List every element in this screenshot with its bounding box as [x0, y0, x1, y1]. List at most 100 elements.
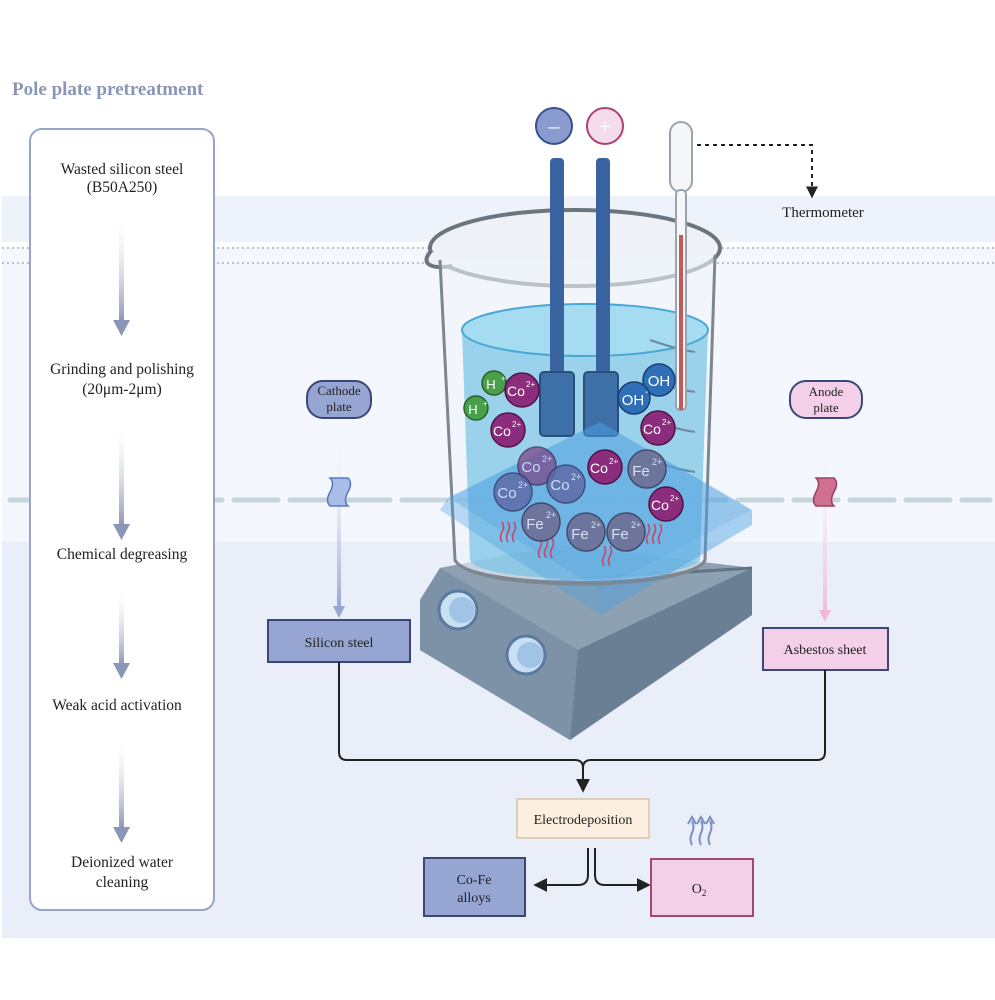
gas-rising-icon: [687, 814, 715, 846]
ion-h-1: H +: [481, 370, 507, 396]
anode-arrowhead: [819, 610, 831, 622]
anode-arrow: [823, 425, 827, 615]
positive-terminal-label: +: [599, 114, 611, 139]
positive-terminal: [586, 107, 624, 145]
svg-text:Co: Co: [493, 423, 511, 439]
cathode-label-line-1: Cathode: [317, 383, 361, 398]
svg-text:Co: Co: [521, 459, 540, 476]
negative-terminal-label: –: [548, 113, 561, 138]
svg-text:2+: 2+: [512, 420, 521, 429]
ion-fe-4: Fe 2+: [606, 512, 646, 552]
oxygen-box: [650, 858, 754, 917]
ion-co-3: Co 2+: [640, 410, 676, 446]
heat-waves: [499, 521, 663, 567]
co-fe-alloys-line-1: Co-Fe: [457, 873, 492, 888]
svg-text:2+: 2+: [662, 418, 671, 427]
ion-co-2: Co 2+: [490, 412, 526, 448]
svg-text:Fe: Fe: [611, 526, 629, 543]
liquid-surface: [461, 303, 709, 357]
cathode-arrowhead: [333, 606, 345, 618]
svg-text:Fe: Fe: [526, 516, 544, 533]
svg-text:2+: 2+: [546, 510, 556, 520]
step-5-line-2: cleaning: [96, 874, 149, 891]
ion-fe-3: Fe 2+: [566, 512, 606, 552]
negative-terminal: [535, 107, 573, 145]
ion-co-5: Co 2+: [648, 486, 684, 522]
svg-text:+: +: [501, 374, 506, 383]
step-arrowhead-1: [113, 320, 130, 336]
ion-co-6: Co 2+: [517, 446, 557, 486]
svg-text:H: H: [468, 402, 477, 417]
cathode-label-pill: [306, 380, 372, 419]
silicon-steel-box: [267, 619, 411, 663]
ion-oh-1: OH: [642, 363, 676, 397]
svg-text:2+: 2+: [526, 380, 535, 389]
anode-label-pill: [789, 380, 863, 419]
svg-text:2+: 2+: [652, 457, 662, 467]
svg-text:Co: Co: [643, 421, 661, 437]
svg-text:2+: 2+: [609, 457, 618, 466]
ion-co-7: Co 2+: [546, 464, 586, 504]
svg-text:Co: Co: [507, 383, 525, 399]
step-arrowhead-2: [113, 524, 130, 540]
svg-text:2+: 2+: [518, 480, 528, 490]
step-arrow-3: [119, 585, 124, 665]
step-2-line-2: (20μm-2μm): [82, 381, 161, 398]
cathode-channel-icon: [326, 477, 352, 507]
svg-text:OH: OH: [622, 392, 645, 409]
step-4-label: Weak acid activation: [52, 697, 182, 714]
anode-rod: [596, 158, 610, 380]
silicon-steel-label: Silicon steel: [305, 636, 374, 651]
svg-text:OH: OH: [648, 373, 671, 390]
ion-h-2: H +: [463, 395, 489, 421]
anode-label-line-2: plate: [813, 400, 838, 415]
asbestos-sheet-label: Asbestos sheet: [784, 643, 867, 658]
ion-fe-2: Fe 2+: [521, 502, 561, 542]
ion-oh-2: OH -: [617, 381, 651, 415]
step-arrowhead-4: [113, 827, 130, 843]
step-arrows: [113, 210, 130, 843]
svg-text:Fe: Fe: [632, 463, 650, 480]
oxygen-label: O2: [692, 882, 707, 898]
ion-co-1: Co 2+: [504, 372, 540, 408]
step-arrow-2: [119, 418, 124, 526]
step-arrow-1: [119, 210, 124, 322]
svg-text:Co: Co: [550, 477, 569, 494]
hotplate-knob-2-inner: [517, 642, 543, 668]
svg-text:Co: Co: [590, 460, 608, 476]
svg-text:H: H: [486, 377, 495, 392]
svg-text:Co: Co: [651, 497, 669, 513]
svg-text:2+: 2+: [631, 520, 641, 530]
step-1-line-1: Wasted silicon steel: [61, 161, 184, 178]
step-arrow-4: [119, 733, 124, 829]
ion-fe-1: Fe 2+: [627, 449, 667, 489]
oxygen-connector: [594, 848, 651, 892]
anode-label-line-1: Anode: [809, 384, 844, 399]
step-3-label: Chemical degreasing: [57, 546, 188, 563]
svg-text:2+: 2+: [670, 494, 679, 503]
thermometer: [669, 121, 818, 411]
svg-text:2+: 2+: [591, 520, 601, 530]
cathode-plate: [539, 371, 575, 437]
step-2-line-1: Grinding and polishing: [50, 361, 194, 378]
thermometer-label: Thermometer: [782, 205, 864, 221]
co-fe-alloys-box: [423, 857, 526, 917]
step-1-line-2: (B50A250): [87, 179, 158, 196]
anode-channel-icon: [812, 477, 838, 507]
svg-text:Fe: Fe: [571, 526, 589, 543]
cathode-rod: [550, 158, 564, 380]
svg-text:+: +: [483, 399, 488, 408]
svg-text:Co: Co: [497, 485, 516, 502]
electrodeposition-label: Electrodeposition: [534, 813, 633, 828]
cathode-arrow: [337, 425, 341, 610]
section-title: Pole plate pretreatment: [12, 79, 204, 100]
svg-text:-: -: [645, 387, 648, 398]
ion-co-8: Co 2+: [493, 472, 533, 512]
thermometer-pointer: [697, 144, 818, 199]
cathode-label-line-2: plate: [326, 399, 351, 414]
alloy-connector: [533, 848, 589, 892]
electrodeposition-box: [516, 798, 650, 839]
ion-co-4: Co 2+: [587, 449, 623, 485]
svg-text:2+: 2+: [571, 472, 581, 482]
